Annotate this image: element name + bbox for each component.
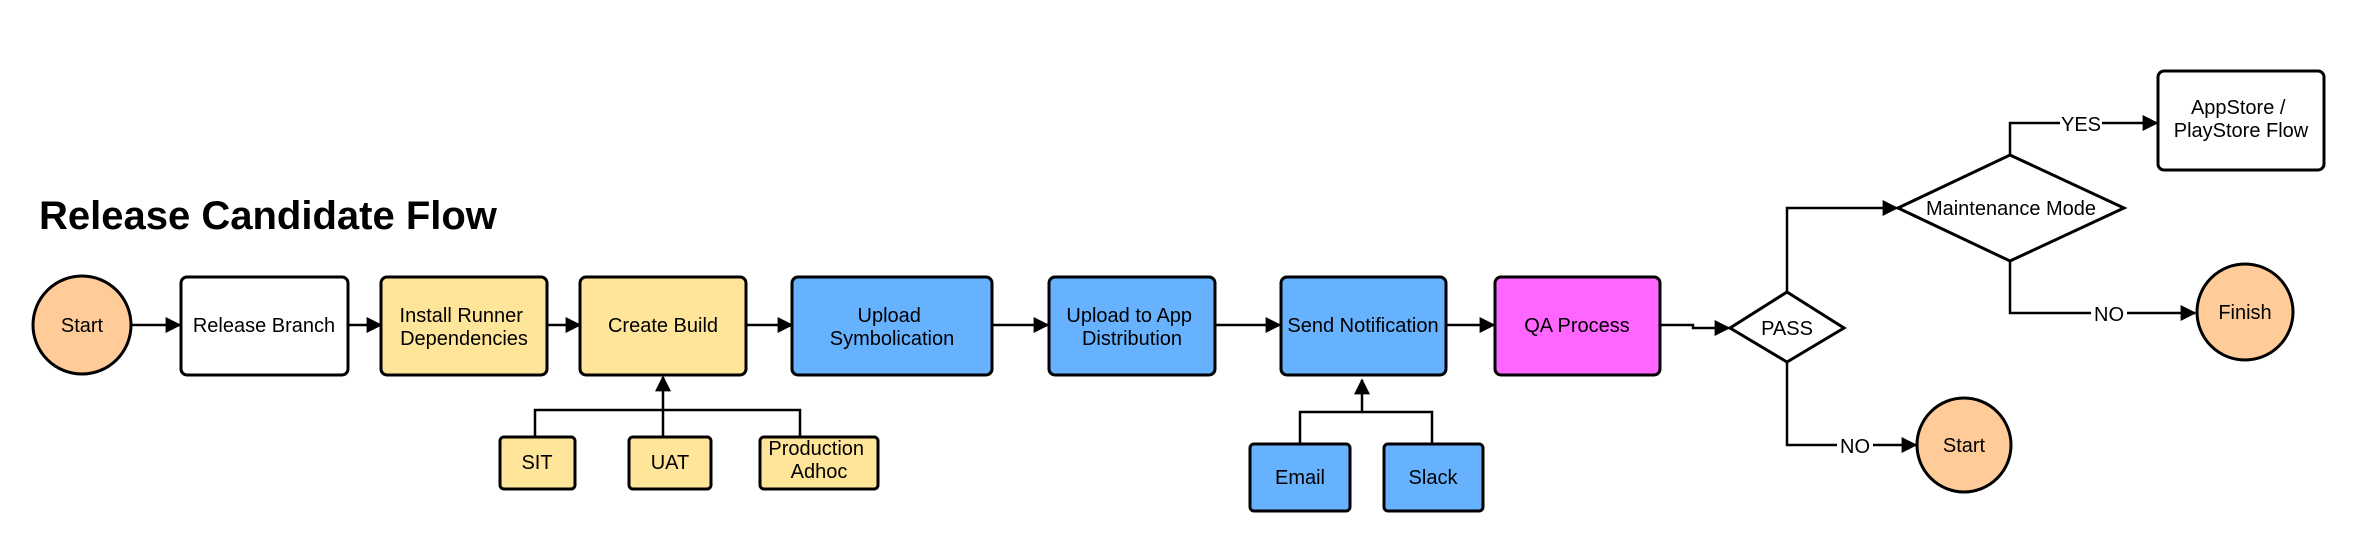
svg-text:Production Adhoc: Production Adhoc: [768, 438, 869, 483]
create-build-node: Create Build: [578, 275, 748, 377]
qa-process-label: QA Process: [1524, 315, 1630, 337]
edge-label-yes: YES: [2061, 114, 2101, 136]
edge-sit-to-create-build: [533, 408, 802, 437]
finish-label: Finish: [2218, 302, 2271, 324]
upload-app-distribution-label-line2: Distribution: [1082, 328, 1182, 350]
start-node-label: Start: [61, 315, 104, 337]
svg-text:AppStore / PlayStore Flo: AppStore / PlayStore Flow: [2174, 97, 2309, 142]
appstore-flow-label-line2: PlayStore Flow: [2174, 120, 2309, 142]
edge-maintenance-yes-to-appstore: [2008, 115, 2159, 155]
start-node: Start: [31, 274, 133, 376]
diagram-title: Release Candidate Flow: [39, 194, 497, 238]
email-label: Email: [1275, 467, 1325, 489]
maintenance-mode-label: Maintenance Mode: [1926, 198, 2096, 220]
uat-label: UAT: [651, 452, 690, 474]
upload-symbolication-label-line2: Symbolication: [830, 328, 955, 350]
pass-decision-node: PASS: [1727, 290, 1847, 364]
appstore-flow-label-line1: AppStore /: [2191, 97, 2286, 119]
upload-symbolication-node: Upload Symbolication: [790, 275, 994, 377]
send-notification-node: Send Notification: [1279, 275, 1448, 377]
install-runner-label-line1: Install Runner: [400, 305, 524, 327]
slack-label: Slack: [1409, 467, 1459, 489]
finish-node: Finish: [2195, 262, 2295, 362]
svg-text:Upload to App Distributi: Upload to App Distribution: [1066, 305, 1197, 350]
edge-pass-to-maintenance-mode: [1785, 200, 1899, 292]
production-adhoc-node: Production Adhoc: [758, 435, 880, 491]
uat-node: UAT: [627, 435, 713, 491]
start-retry-label: Start: [1943, 435, 1986, 457]
svg-text:Install Runner Dependenc: Install Runner Dependencies: [400, 305, 529, 350]
production-adhoc-label-line1: Production: [768, 438, 864, 460]
sit-node: SIT: [498, 435, 577, 491]
production-adhoc-label-line2: Adhoc: [791, 461, 848, 483]
edge-pass-no-to-start: [1785, 362, 1918, 453]
appstore-playstore-flow-node: AppStore / PlayStore Flow: [2156, 69, 2326, 172]
install-runner-label-line2: Dependencies: [400, 328, 528, 350]
upload-app-distribution-node: Upload to App Distribution: [1047, 275, 1217, 377]
send-notification-label: Send Notification: [1287, 315, 1438, 337]
install-runner-dependencies-node: Install Runner Dependencies: [379, 275, 549, 377]
edge-maintenance-no-to-finish: [2008, 261, 2197, 321]
upload-app-distribution-label-line1: Upload to App: [1066, 305, 1192, 327]
release-branch-label: Release Branch: [193, 315, 335, 337]
edge-qa-process-to-pass: [1660, 320, 1731, 336]
email-node: Email: [1248, 442, 1352, 513]
pass-decision-label: PASS: [1761, 318, 1813, 340]
edge-slack-to-send-notification: [1362, 410, 1434, 444]
edge-label-no-pass: NO: [1840, 436, 1870, 458]
slack-node: Slack: [1382, 442, 1485, 513]
edge-email-to-send-notification: [1298, 378, 1370, 444]
edge-label-no-maintenance: NO: [2094, 304, 2124, 326]
start-retry-node: Start: [1915, 396, 2013, 494]
qa-process-node: QA Process: [1493, 275, 1662, 377]
sit-label: SIT: [521, 452, 552, 474]
release-branch-node: Release Branch: [179, 275, 350, 377]
create-build-label: Create Build: [608, 315, 718, 337]
maintenance-mode-decision-node: Maintenance Mode: [1894, 153, 2128, 263]
svg-text:Upload Symbolication: Upload Symbolication: [830, 305, 955, 350]
upload-symbolication-label-line1: Upload: [858, 305, 921, 327]
